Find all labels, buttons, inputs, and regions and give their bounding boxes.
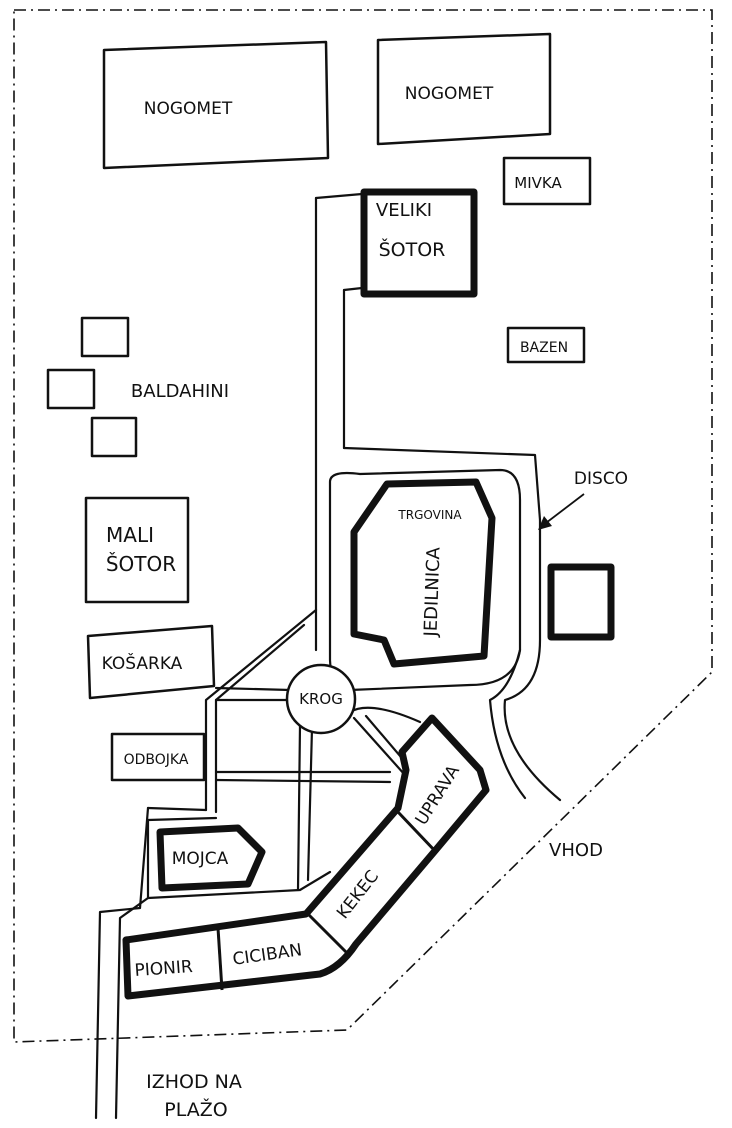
long-building-divider-2 [306, 912, 348, 954]
label-nogomet-right: NOGOMET [405, 84, 494, 104]
nogomet-field-right [376, 32, 552, 146]
kosarka-court [86, 624, 216, 700]
label-jedilnica: JEDILNICA [420, 546, 444, 638]
disco-building [547, 563, 615, 641]
label-mivka: MIVKA [514, 174, 562, 192]
camp-boundary [13, 9, 713, 1043]
label-veliki-sotor-1: VELIKI [376, 200, 432, 221]
label-krog: KROG [299, 690, 343, 708]
paths [94, 192, 562, 1120]
mivka-box [502, 156, 592, 206]
label-nogomet-left: NOGOMET [144, 99, 233, 119]
label-disco: DISCO [574, 469, 628, 489]
label-mojca: MOJCA [172, 849, 229, 869]
baldahin-1 [80, 316, 130, 358]
long-building [122, 714, 490, 1000]
label-mali-sotor-2: ŠOTOR [106, 552, 176, 576]
label-kosarka: KOŠARKA [102, 652, 183, 674]
baldahin-2 [46, 368, 96, 410]
label-pionir: PIONIR [134, 957, 194, 981]
label-vhod: VHOD [549, 840, 603, 861]
label-izhod-2: PLAŽO [164, 1098, 227, 1121]
baldahin-3 [90, 416, 138, 458]
label-trgovina: TRGOVINA [397, 508, 462, 522]
veliki-sotor-tent [360, 188, 478, 298]
krog-circle [285, 663, 357, 735]
disco-arrowhead [538, 516, 552, 530]
odbojka-court [110, 732, 206, 782]
nogomet-field-left [102, 40, 330, 170]
mojca-building [156, 824, 266, 892]
label-bazen: BAZEN [520, 340, 568, 356]
disco-arrow [541, 493, 585, 527]
label-izhod-1: IZHOD NA [146, 1071, 242, 1093]
jedilnica-building [350, 478, 496, 668]
long-building-divider-3 [216, 927, 224, 991]
long-building-divider-1 [396, 810, 438, 854]
label-baldahini: BALDAHINI [131, 381, 229, 402]
mali-sotor-tent [84, 496, 190, 604]
label-mali-sotor-1: MALI [106, 523, 154, 547]
label-odbojka: ODBOJKA [124, 752, 189, 768]
label-veliki-sotor-2: ŠOTOR [379, 237, 446, 261]
bazen-box [506, 326, 586, 364]
